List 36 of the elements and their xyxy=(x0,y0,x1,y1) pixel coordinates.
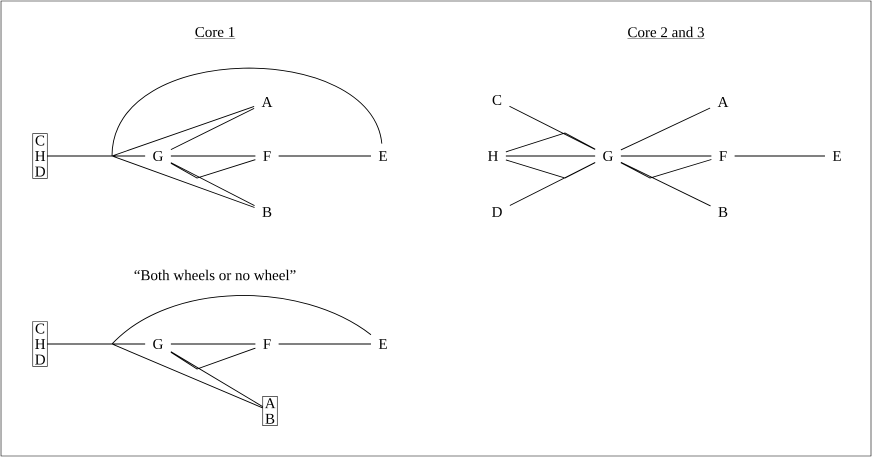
letter-stack-box: C H D xyxy=(32,321,48,367)
connector-line xyxy=(170,348,256,370)
node-letter: C xyxy=(492,94,502,106)
node-letter: G xyxy=(153,150,163,162)
node-letter: E xyxy=(378,339,387,349)
node-letter: D xyxy=(492,207,502,217)
connector-line xyxy=(170,351,263,407)
panel-title: Core 1 xyxy=(194,26,236,39)
letter-stack-box: C H D xyxy=(32,133,48,179)
connector-line xyxy=(170,159,256,178)
connector-line xyxy=(620,108,711,150)
letter-stack-box: A B xyxy=(262,396,278,426)
connector-line xyxy=(47,344,263,408)
panel-title: Core 2 and 3 xyxy=(627,26,705,39)
node-letter: B xyxy=(718,207,728,217)
connector-line xyxy=(505,132,596,152)
node-letter: G xyxy=(153,338,163,350)
connector-line xyxy=(505,159,596,178)
node-letter: F xyxy=(263,151,271,161)
node-letter: G xyxy=(603,150,613,162)
node-letter: H xyxy=(488,151,498,161)
node-letter: E xyxy=(378,151,387,161)
connector-line xyxy=(170,108,255,150)
connector-line xyxy=(620,159,712,178)
connector-line xyxy=(47,68,382,156)
connector-line xyxy=(509,162,596,206)
connector-line xyxy=(170,162,255,206)
connector-line xyxy=(509,106,596,150)
connector-line xyxy=(620,162,711,206)
panel-title: “Both wheels or no wheel” xyxy=(134,270,296,280)
node-letter: E xyxy=(832,151,841,161)
node-letter: A xyxy=(718,97,728,107)
node-letter: A xyxy=(262,97,272,107)
node-letter: F xyxy=(719,151,727,161)
node-letter: B xyxy=(262,207,272,217)
node-letter: F xyxy=(263,339,271,349)
